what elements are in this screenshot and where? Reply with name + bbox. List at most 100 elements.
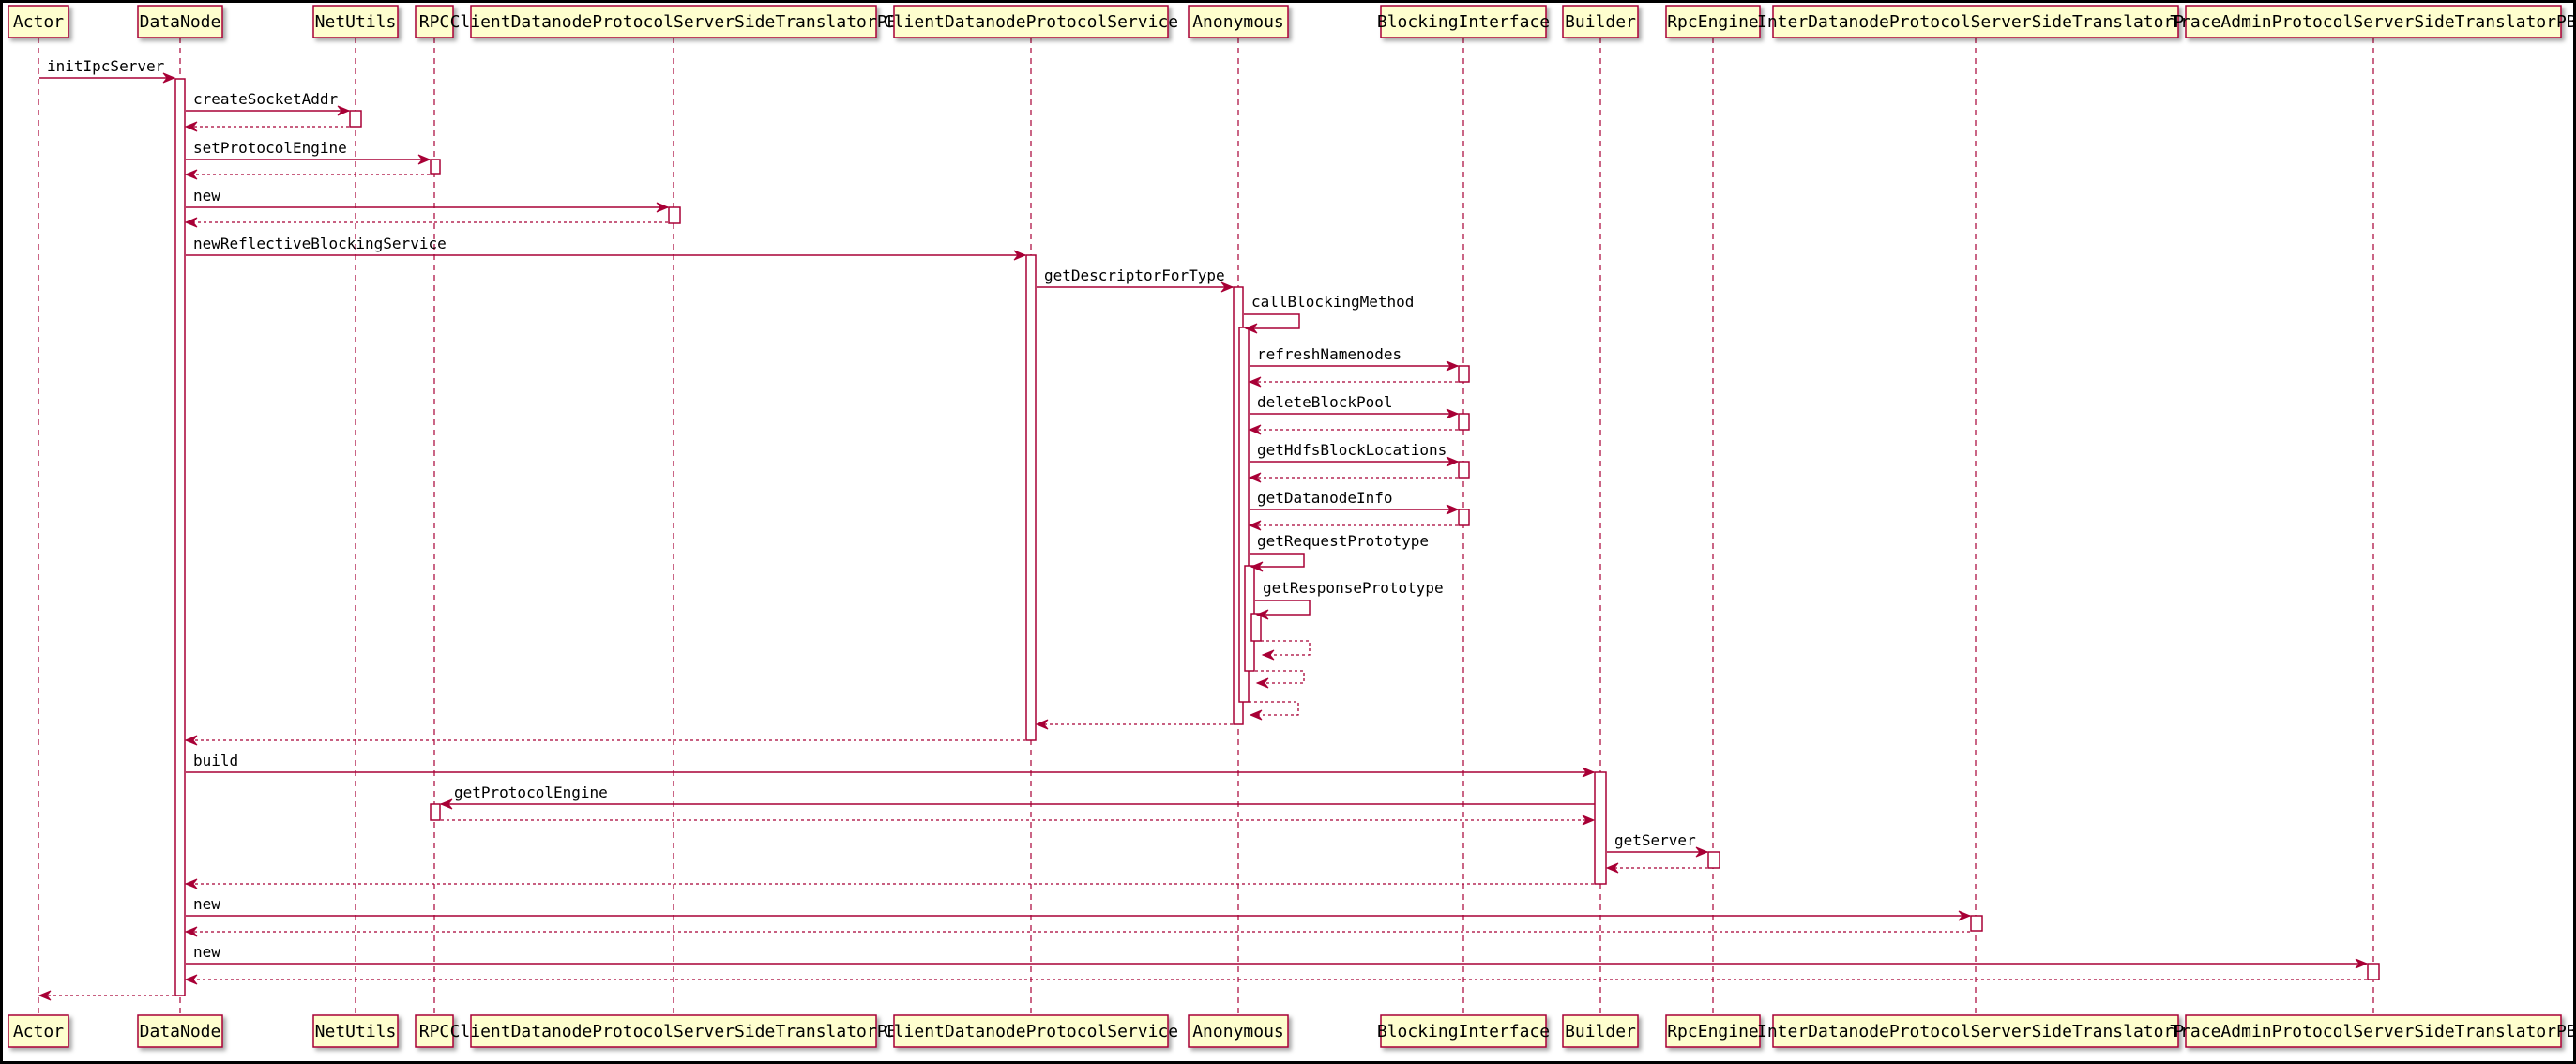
participant-idpsstpb-bottom: InterDatanodeProtocolServerSideTranslato…: [1757, 1014, 2194, 1048]
arrow-head: [1248, 520, 1262, 531]
participant-cdps-bottom: ClientDatanodeProtocolService: [884, 1014, 1178, 1048]
arrow-head: [184, 121, 198, 132]
participant-cdps-top: ClientDatanodeProtocolService: [884, 5, 1178, 38]
participant-box: [1562, 5, 1639, 38]
message-label: deleteBlockPool: [1257, 393, 1393, 411]
arrow-head: [1248, 376, 1262, 388]
arrow-head: [1035, 719, 1049, 730]
participant-label: DataNode: [140, 12, 221, 32]
participant-label: ClientDatanodeProtocolServerSideTranslat…: [450, 1022, 898, 1041]
arrow-head: [1695, 846, 1709, 858]
participant-anonymous-top: Anonymous: [1188, 5, 1289, 38]
participant-box: [8, 5, 69, 38]
participant-label: BlockingInterface: [1377, 1022, 1550, 1041]
participant-label: RpcEngine: [1667, 1022, 1759, 1041]
participant-box: [1665, 1014, 1761, 1048]
lifelines: [38, 38, 2374, 1015]
activation-bar-3: [668, 206, 681, 224]
participant-box: [1772, 1014, 2179, 1048]
self-call-arrow: [1255, 600, 1311, 616]
participant-rpc-top: RPC: [415, 5, 454, 38]
participant-box: [415, 5, 454, 38]
activation-bar-10: [1458, 413, 1470, 431]
participant-box: [470, 5, 877, 38]
arrow-head: [1582, 767, 1596, 778]
arrow-head: [184, 169, 198, 180]
self-call-arrow: [1250, 553, 1305, 568]
arrow-head: [1582, 814, 1596, 826]
message-label: build: [193, 752, 238, 769]
participant-rpc-bottom: RPC: [415, 1014, 454, 1048]
arrow-head: [1249, 709, 1263, 721]
participant-label: Actor: [13, 12, 64, 32]
participant-actor-top: Actor: [8, 5, 69, 38]
arrow-head: [162, 72, 176, 84]
message-label: getServer: [1614, 831, 1696, 849]
arrow-head: [184, 735, 198, 746]
arrow-head: [184, 974, 198, 985]
arrow-head: [1261, 649, 1275, 661]
participant-cdpsstpb-bottom: ClientDatanodeProtocolServerSideTranslat…: [450, 1014, 898, 1048]
arrow-head: [1248, 424, 1262, 435]
activation-bar-9: [1458, 365, 1470, 383]
self-return-arrow: [1249, 701, 1299, 716]
message-label: getDescriptorForType: [1044, 266, 1225, 284]
participant-tapsstpb-top: TraceAdminProtocolServerSideTranslatorPB: [2170, 5, 2576, 38]
activation-bar-0: [174, 78, 186, 996]
participant-tapsstpb-bottom: TraceAdminProtocolServerSideTranslatorPB: [2170, 1014, 2576, 1048]
message-label: initIpcServer: [47, 57, 165, 75]
message-label: getProtocolEngine: [454, 783, 608, 801]
participant-box: [1188, 5, 1289, 38]
participant-label: BlockingInterface: [1377, 12, 1550, 32]
participant-box: [312, 5, 399, 38]
activation-bar-4: [1025, 254, 1037, 741]
activation-bar-17: [2367, 963, 2380, 980]
participant-label: Builder: [1565, 12, 1636, 32]
activation-bar-14: [430, 803, 441, 821]
participant-box: [893, 1014, 1169, 1048]
participant-label: Anonymous: [1192, 1022, 1284, 1041]
self-call-arrow: [1244, 313, 1300, 329]
participant-netutils-top: NetUtils: [312, 5, 399, 38]
participant-blocking-bottom: BlockingInterface: [1377, 1014, 1550, 1048]
participant-label: RPC: [419, 12, 450, 32]
participant-box: [1380, 1014, 1547, 1048]
participant-box: [137, 1014, 223, 1048]
activation-bar-13: [1594, 771, 1607, 885]
participant-label: TraceAdminProtocolServerSideTranslatorPB: [2170, 12, 2576, 32]
messages: initIpcServercreateSocketAddrsetProtocol…: [38, 57, 2369, 1001]
message-label: new: [193, 943, 220, 961]
participant-rpcengine-top: RpcEngine: [1665, 5, 1761, 38]
arrow-head: [184, 217, 198, 228]
message-label: refreshNamenodes: [1257, 345, 1402, 363]
arrow-head: [1446, 408, 1460, 419]
participant-builder-bottom: Builder: [1562, 1014, 1639, 1048]
message-label: new: [193, 895, 220, 913]
message-label: getResponsePrototype: [1263, 579, 1444, 597]
message-label: getHdfsBlockLocations: [1257, 441, 1447, 459]
arrow-head: [1220, 281, 1235, 293]
activation-bar-1: [349, 110, 362, 128]
activation-bar-2: [430, 159, 441, 175]
participant-box: [8, 1014, 69, 1048]
participant-box: [1665, 5, 1761, 38]
participant-box: [1562, 1014, 1639, 1048]
arrow-head: [1446, 456, 1460, 467]
arrow-head: [184, 926, 198, 937]
activation-bars: [174, 78, 2380, 996]
participant-cdpsstpb-top: ClientDatanodeProtocolServerSideTranslat…: [450, 5, 898, 38]
participant-label: ClientDatanodeProtocolServerSideTranslat…: [450, 12, 898, 32]
participant-label: NetUtils: [315, 1022, 397, 1041]
arrow-head: [1446, 504, 1460, 515]
activation-bar-8: [1250, 613, 1262, 642]
arrow-head: [1255, 677, 1269, 689]
participant-box: [2185, 5, 2562, 38]
participant-blocking-top: BlockingInterface: [1377, 5, 1550, 38]
arrow-head: [656, 202, 670, 213]
participant-label: TraceAdminProtocolServerSideTranslatorPB: [2170, 1022, 2576, 1041]
arrow-head: [439, 798, 453, 810]
participant-box: [893, 5, 1169, 38]
arrow-head: [1013, 250, 1027, 261]
message-label: createSocketAddr: [193, 90, 338, 108]
